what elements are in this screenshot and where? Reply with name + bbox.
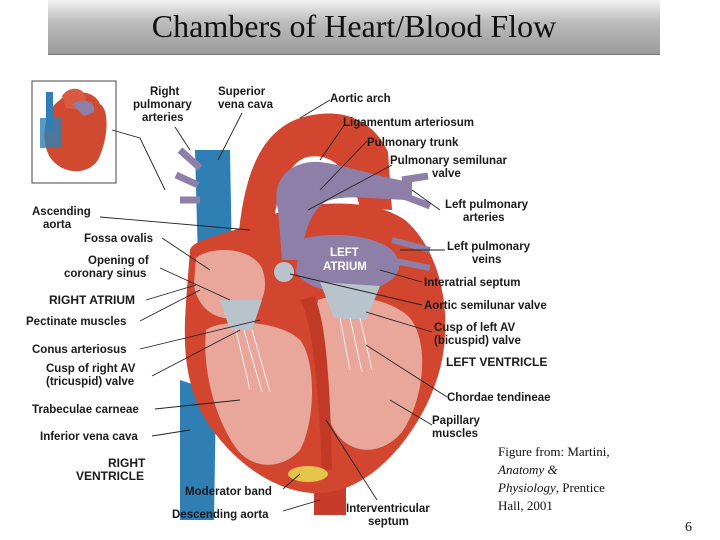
label-left-pulmonary-veins: Left pulmonary veins	[447, 241, 533, 266]
title-bar: Chambers of Heart/Blood Flow	[48, 0, 660, 55]
label-interatrial-septum: Interatrial septum	[424, 277, 521, 289]
label-fossa-ovalis: Fossa ovalis	[84, 233, 153, 245]
labels: Right pulmonary arteries Superior vena c…	[26, 86, 551, 528]
label-pulmonary-trunk: Pulmonary trunk	[367, 137, 459, 149]
leader-lines	[99, 99, 448, 512]
label-chordae-tendineae: Chordae tendineae	[447, 392, 551, 404]
label-pectinate-muscles: Pectinate muscles	[26, 316, 126, 328]
label-right-pulmonary-arteries: Right pulmonary arteries	[133, 86, 195, 124]
label-ascending-aorta: Ascending aorta	[32, 206, 94, 231]
label-left-ventricle: LEFT VENTRICLE	[446, 355, 547, 369]
label-ligamentum-arteriosum: Ligamentum arteriosum	[343, 117, 474, 129]
label-descending-aorta: Descending aorta	[172, 509, 269, 521]
credit-suffix: , Prentice	[555, 480, 605, 495]
label-papillary-muscles: Papillary muscles	[432, 415, 483, 440]
label-inferior-vena-cava: Inferior vena cava	[40, 431, 138, 443]
credit-publisher-year: Hall, 2001	[498, 498, 553, 513]
label-moderator-band: Moderator band	[185, 486, 272, 498]
label-superior-vena-cava: Superior vena cava	[218, 86, 274, 111]
slide-title: Chambers of Heart/Blood Flow	[151, 8, 557, 44]
label-cusp-right-av: Cusp of right AV (tricuspid) valve	[46, 363, 139, 388]
label-conus-arteriosus: Conus arteriosus	[32, 344, 127, 356]
label-trabeculae-carneae: Trabeculae carneae	[32, 404, 139, 416]
inset-thumbnail	[31, 80, 166, 191]
page-number: 6	[685, 520, 692, 535]
figure-credit: Figure from: Martini, Anatomy & Physiolo…	[498, 443, 638, 515]
label-opening-coronary-sinus: Opening of coronary sinus	[64, 255, 152, 280]
label-right-ventricle: RIGHT VENTRICLE	[76, 456, 149, 483]
label-cusp-left-av: Cusp of left AV (bicuspid) valve	[434, 322, 521, 347]
label-right-atrium: RIGHT ATRIUM	[49, 293, 135, 307]
credit-prefix: Figure from: Martini,	[498, 444, 610, 459]
label-left-atrium: LEFT ATRIUM	[323, 247, 367, 273]
label-interventricular-septum: Interventricular septum	[346, 503, 433, 528]
credit-book-title-line1: Anatomy &	[498, 462, 558, 477]
label-aortic-semilunar-valve: Aortic semilunar valve	[424, 300, 547, 312]
label-aortic-arch: Aortic arch	[330, 93, 391, 105]
label-left-pulmonary-arteries: Left pulmonary arteries	[445, 199, 531, 224]
heart-illustration	[174, 113, 446, 520]
credit-book-title-line2: Physiology	[498, 480, 556, 495]
label-pulmonary-semilunar-valve: Pulmonary semilunar valve	[390, 155, 510, 180]
